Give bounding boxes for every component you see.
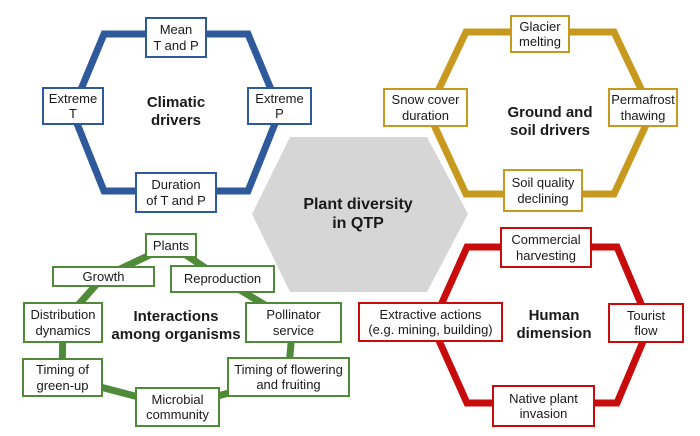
node-timing-of-flowering-and-fruiting: Timing of flowering and fruiting [227, 357, 350, 397]
interactions-among-organisms-label: Interactions among organisms [111, 308, 241, 343]
node-reproduction: Reproduction [170, 265, 275, 293]
human-dimension-label: Human dimension [516, 307, 592, 342]
node-soil-quality-declining: Soil quality declining [503, 169, 583, 212]
node-timing-of-green-up: Timing of green-up [22, 358, 103, 397]
node-extreme-t: Extreme T [42, 87, 104, 125]
node-extreme-p: Extreme P [247, 87, 312, 125]
node-pollinator-service: Pollinator service [245, 302, 342, 343]
climatic-drivers-label: Climatic drivers [146, 94, 206, 129]
node-growth: Growth [52, 266, 155, 287]
node-plants: Plants [145, 233, 197, 258]
node-duration-of-t-and-p: Duration of T and P [135, 172, 217, 213]
node-glacier-melting: Glacier melting [510, 15, 570, 53]
node-mean-t-and-p: Mean T and P [145, 17, 207, 58]
node-extractive-actions: Extractive actions (e.g. mining, buildin… [358, 302, 503, 342]
node-tourist-flow: Tourist flow [608, 303, 684, 343]
center-title: Plant diversity in QTP [303, 196, 413, 232]
node-microbial-community: Microbial community [135, 387, 220, 427]
node-distribution-dynamics: Distribution dynamics [23, 302, 103, 343]
node-permafrost-thawing: Permafrost thawing [608, 88, 678, 127]
ground-soil-drivers-label: Ground and soil drivers [507, 104, 593, 139]
node-snow-cover-duration: Snow cover duration [383, 88, 468, 127]
node-native-plant-invasion: Native plant invasion [492, 385, 595, 427]
center-hexagon-shape [252, 137, 468, 292]
node-commercial-harvesting: Commercial harvesting [500, 227, 592, 268]
